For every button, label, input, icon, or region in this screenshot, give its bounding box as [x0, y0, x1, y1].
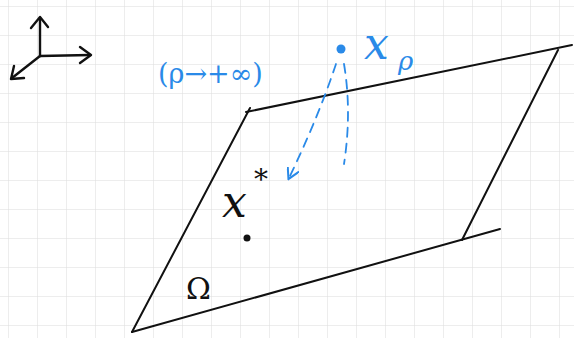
- domain-outline: [132, 45, 572, 332]
- subscript: ρ: [398, 48, 413, 74]
- point-symbol: x: [364, 22, 389, 66]
- penalty-point: [337, 45, 346, 54]
- limit-note: (ρ→+∞): [158, 60, 263, 87]
- superscript: *: [254, 166, 268, 194]
- optimum-point: [244, 235, 251, 242]
- axes-symbol: [11, 17, 91, 79]
- convergence-arrows: [289, 64, 348, 178]
- point-symbol: x: [222, 180, 247, 224]
- domain-label: Ω: [186, 274, 211, 304]
